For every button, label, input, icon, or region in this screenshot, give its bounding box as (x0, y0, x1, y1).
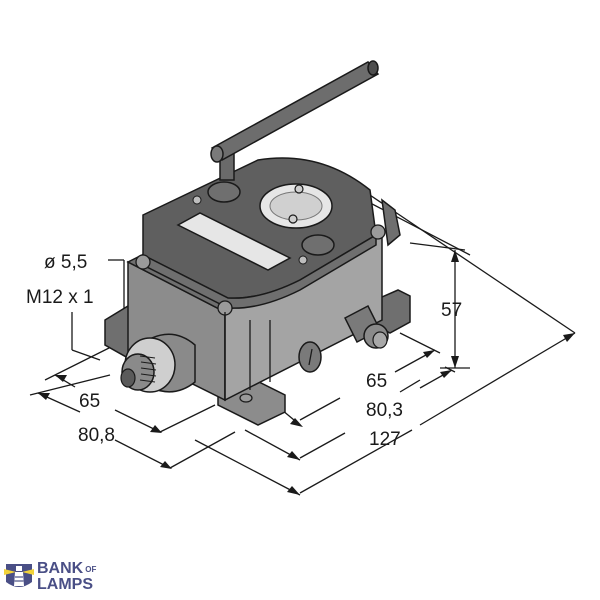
device-housing (104, 60, 411, 426)
logo-of: OF (85, 564, 97, 574)
antenna (210, 60, 380, 181)
label-hole-diameter: ø 5,5 (44, 252, 87, 273)
logo-lamps: LAMPS (37, 575, 93, 593)
label-width-outer: 80,8 (78, 425, 115, 446)
label-overall-length: 127 (369, 429, 401, 450)
label-depth-outer: 80,3 (366, 400, 403, 421)
label-width-inner: 65 (79, 391, 100, 412)
cable-gland (343, 304, 389, 349)
label-height: 57 (441, 300, 462, 321)
dimension-labels: ø 5,5 M12 x 1 57 65 80,3 127 65 80,8 (26, 252, 462, 450)
m12-connector (120, 333, 196, 393)
logo-bank: BANK (37, 559, 84, 577)
lighthouse-icon (4, 564, 34, 587)
display-window (176, 212, 292, 271)
label-connector-thread: M12 x 1 (26, 287, 94, 308)
label-depth-inner: 65 (366, 371, 387, 392)
